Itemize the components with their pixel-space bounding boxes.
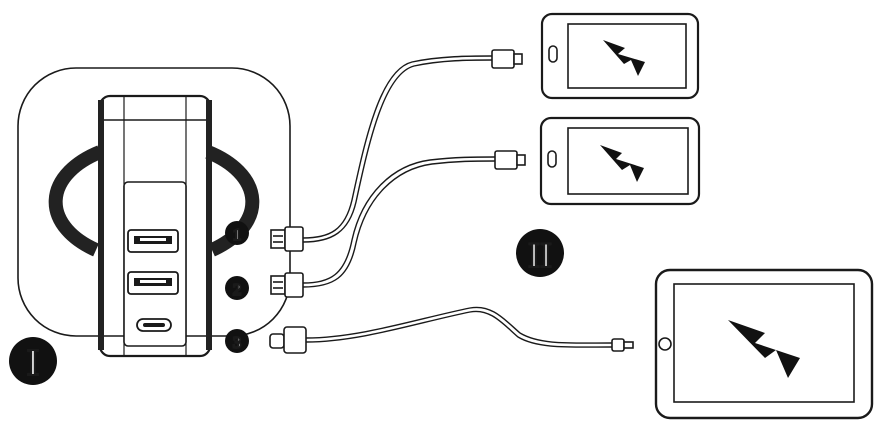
usb-a-plug-1[interactable] <box>270 226 304 252</box>
port-badge-2-label: 2 <box>233 280 242 299</box>
section-label-charger: I <box>9 337 57 385</box>
tablet-connector[interactable] <box>611 338 634 352</box>
section-label-devices-text: II <box>528 235 552 275</box>
tablet-device <box>654 268 874 420</box>
usb-a-port-1[interactable] <box>127 229 179 253</box>
phone-device-1 <box>540 12 700 100</box>
usb-a-port-2[interactable] <box>127 271 179 295</box>
port-badge-2: 2 <box>225 276 249 300</box>
port-badge-3: 3 <box>225 329 249 353</box>
section-label-charger-text: I <box>27 342 40 384</box>
phone-connector-2[interactable] <box>494 150 526 170</box>
cable-1 <box>302 55 493 243</box>
lightning-bolt-icon <box>600 145 644 182</box>
charger-round-plate <box>48 145 103 257</box>
port-badge-1-label: 1 <box>233 225 242 244</box>
phone-connector-1[interactable] <box>491 49 523 69</box>
port-badge-1: 1 <box>225 221 249 245</box>
cable-2 <box>302 156 496 288</box>
usb-c-port[interactable] <box>136 318 172 332</box>
charger-unit <box>17 67 291 358</box>
section-label-devices: II <box>516 229 564 277</box>
port-badge-3-label: 3 <box>233 333 242 352</box>
usb-a-plug-2[interactable] <box>270 272 304 298</box>
phone-device-2 <box>539 116 701 206</box>
lightning-bolt-icon <box>728 320 800 378</box>
charger-port-panel <box>123 181 187 347</box>
lightning-bolt-icon <box>603 40 645 76</box>
cable-3 <box>305 306 613 348</box>
usb-c-plug[interactable] <box>269 326 307 354</box>
